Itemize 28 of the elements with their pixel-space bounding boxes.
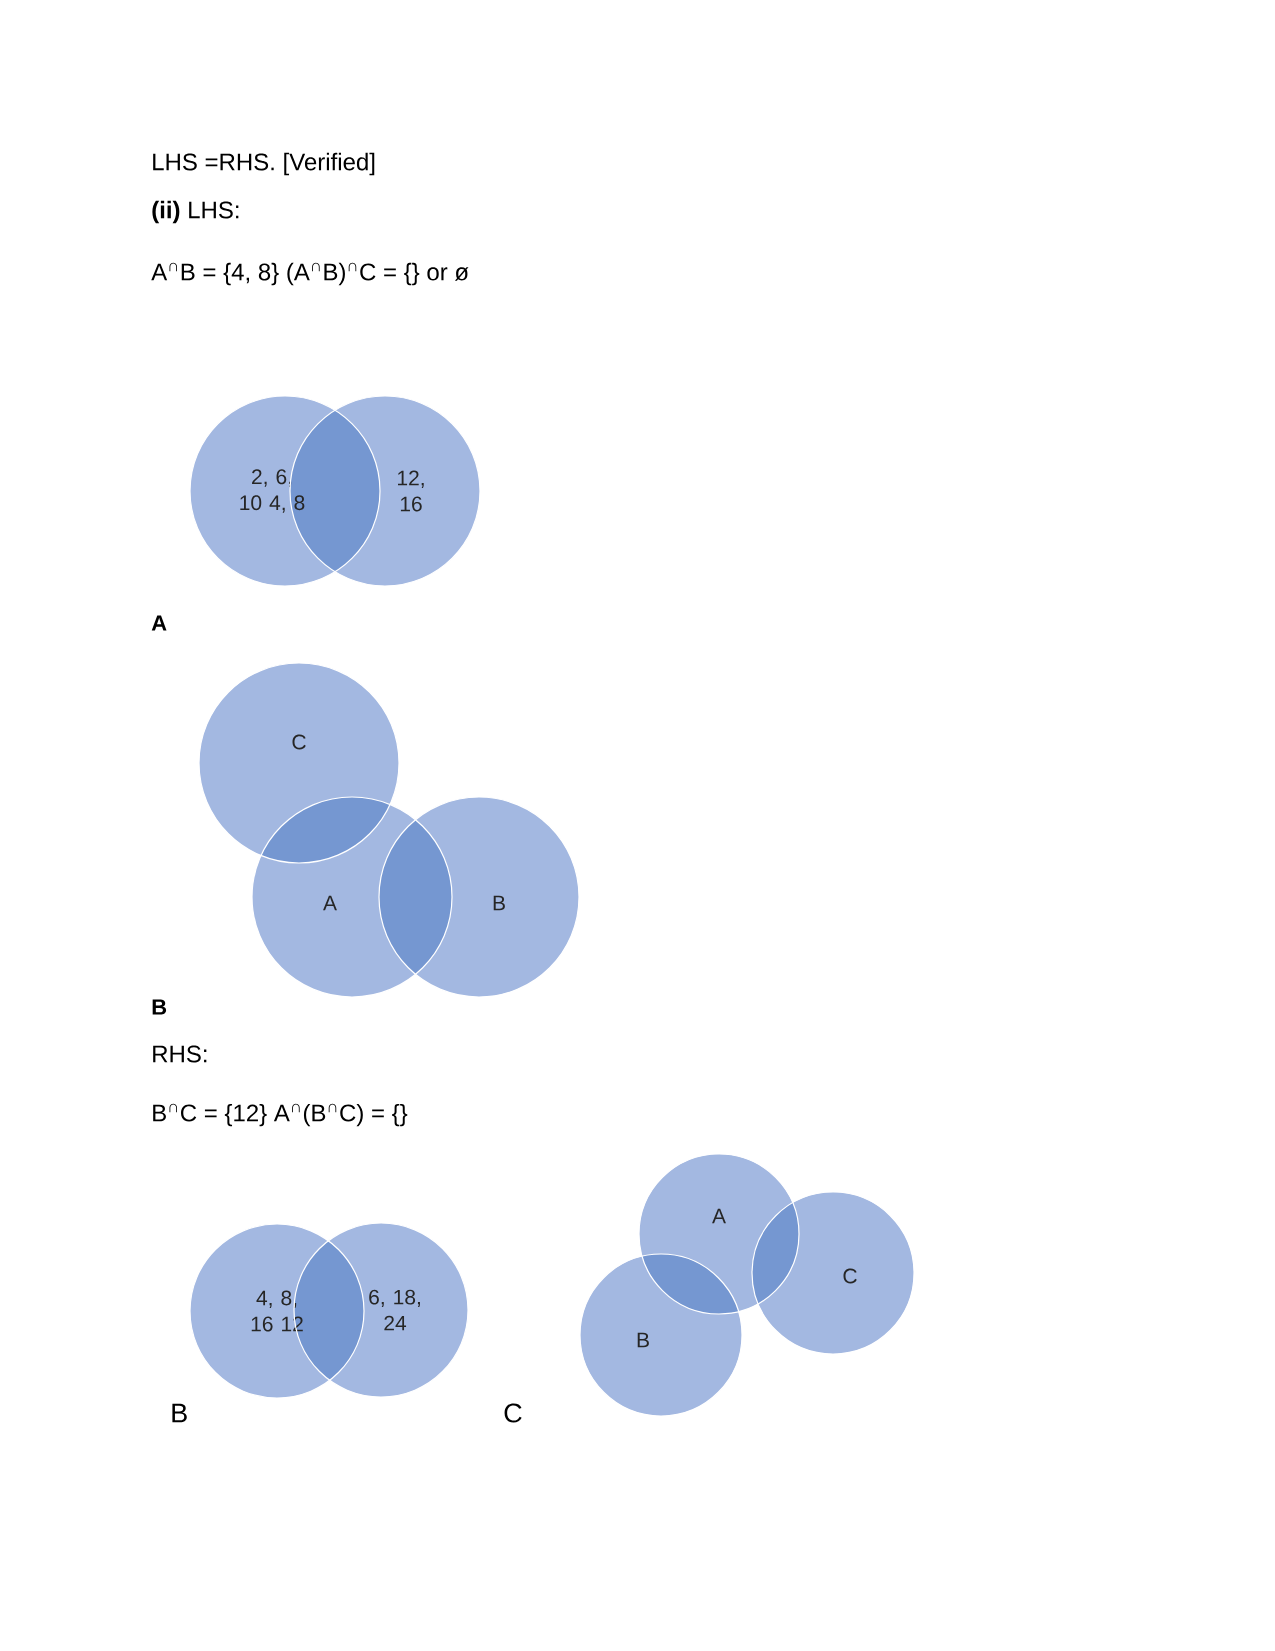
text-line: RHS: <box>153 1045 207 1063</box>
venn-circle <box>751 1191 915 1355</box>
venn-circle <box>579 1253 743 1417</box>
set-elements: B <box>493 895 505 911</box>
text-line: B$^{∩}$C = {12} A$^{∩}$(B$^{∩}$C) = {} <box>153 1103 408 1127</box>
venn-circle <box>289 395 481 587</box>
set-elements: 2, 6, 10 4, 8 <box>240 469 305 513</box>
venn-circle <box>189 1223 365 1399</box>
text-line: A <box>151 615 167 631</box>
text-line: B <box>172 1403 187 1423</box>
set-elements: 12, 16 <box>398 470 424 512</box>
text-line: LHS =RHS. [Verified] <box>153 152 375 176</box>
venn-circle <box>251 796 453 998</box>
set-elements: 6, 18, 24 <box>369 1289 420 1331</box>
set-elements: B <box>637 1332 649 1348</box>
venn-circle <box>189 395 381 587</box>
set-elements: C <box>292 734 306 750</box>
set-elements: C <box>843 1268 857 1284</box>
text-line: B <box>152 999 167 1015</box>
set-elements: A <box>323 895 337 911</box>
set-elements: A <box>712 1208 726 1224</box>
venn-circle <box>198 662 400 864</box>
venn-circle <box>378 796 580 998</box>
text-line: (ii) LHS: <box>152 200 239 224</box>
venn-circle <box>638 1153 800 1315</box>
set-elements: 4, 8, 16 12 <box>251 1290 303 1332</box>
text-line: A$^{∩}$B = {4, 8} (A$^{∩}$B)$^{∩}$C = {} or ø <box>151 262 469 286</box>
text-line: C <box>504 1403 522 1423</box>
